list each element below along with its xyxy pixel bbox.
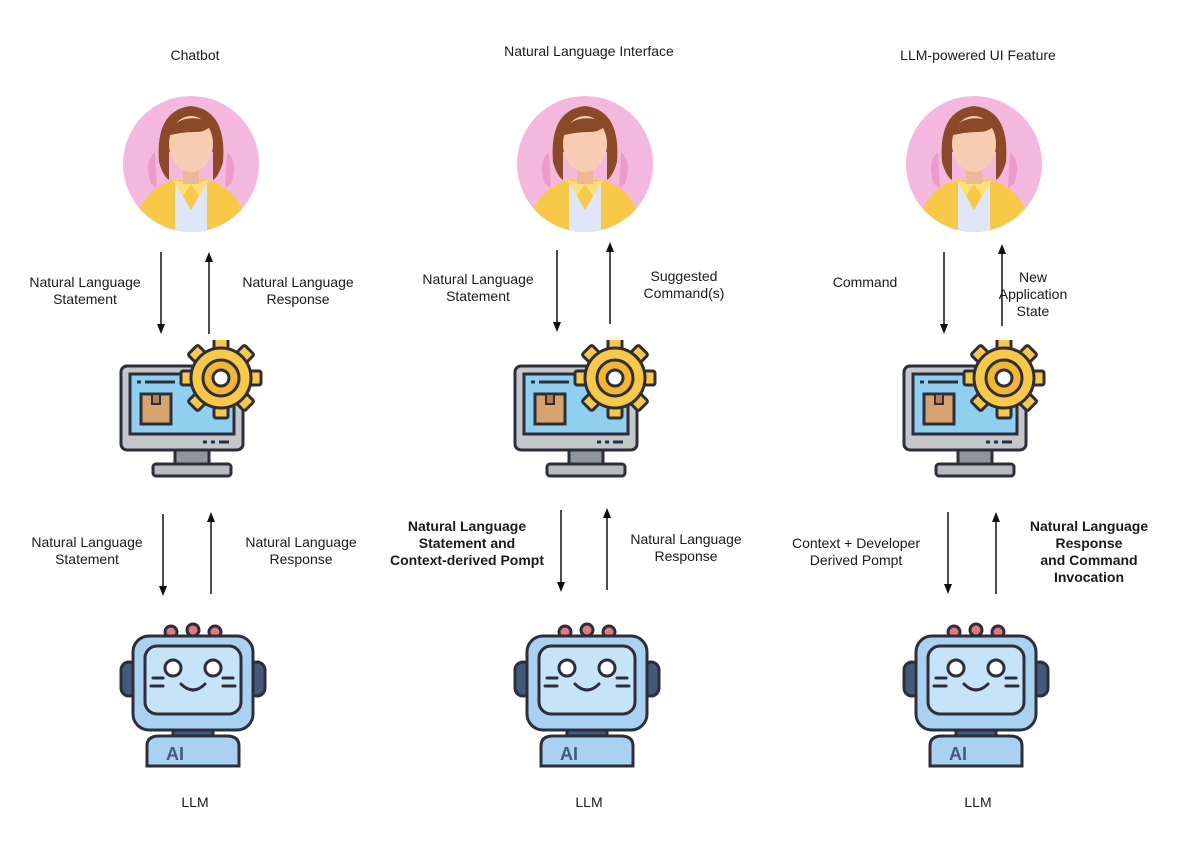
person-avatar-icon [515, 92, 655, 234]
arrow-down-to-llm-icon [157, 514, 169, 596]
label-user-to-app: Command [832, 274, 898, 290]
ai-robot-icon: AI [119, 620, 267, 768]
label-app-to-user: Suggested Command(s) [643, 268, 725, 301]
arrow-up-to-user-icon [996, 244, 1008, 326]
ai-robot-icon: AI [513, 620, 661, 768]
label-app-to-llm: Natural Language Statement [31, 534, 143, 567]
label-app-to-llm: Context + Developer Derived Pompt [791, 535, 921, 568]
llm-label: LLM [964, 794, 992, 810]
svg-text:AI: AI [560, 744, 578, 764]
arrow-up-to-app-icon [205, 512, 217, 594]
label-llm-to-app: Natural Language Response [630, 531, 742, 564]
label-app-to-llm: Natural Language Statement and Context-d… [389, 518, 544, 568]
arrow-up-to-user-icon [203, 252, 215, 334]
column-title: Natural Language Interface [504, 43, 674, 59]
arrow-down-to-app-icon [551, 250, 563, 332]
label-llm-to-app: Natural Language Response [245, 534, 357, 567]
column-title: Chatbot [170, 47, 220, 63]
ai-robot-icon: AI [902, 620, 1050, 768]
arrow-down-to-app-icon [938, 252, 950, 334]
svg-text:AI: AI [949, 744, 967, 764]
column-chatbot: Chatbot [0, 0, 395, 854]
label-app-to-user: Natural Language Response [242, 274, 354, 307]
computer-gear-icon [900, 336, 1050, 486]
label-app-to-user: New Application State [998, 269, 1068, 319]
svg-text:AI: AI [166, 744, 184, 764]
arrow-up-to-user-icon [604, 242, 616, 324]
llm-label: LLM [575, 794, 603, 810]
column-title: LLM-powered UI Feature [900, 47, 1056, 63]
arrow-down-to-llm-icon [555, 510, 567, 592]
computer-gear-icon [511, 336, 661, 486]
arrow-down-to-app-icon [155, 252, 167, 334]
llm-label: LLM [181, 794, 209, 810]
label-llm-to-app: Natural Language Response and Command In… [1029, 518, 1149, 585]
person-avatar-icon [121, 92, 261, 234]
column-nl-interface: Natural Language Interface [389, 0, 789, 854]
label-user-to-app: Natural Language Statement [422, 271, 534, 304]
arrow-up-to-app-icon [601, 508, 613, 590]
arrow-up-to-app-icon [990, 512, 1002, 594]
computer-gear-icon [117, 336, 267, 486]
label-user-to-app: Natural Language Statement [29, 274, 141, 307]
arrow-down-to-llm-icon [942, 512, 954, 594]
column-ui-feature: LLM-powered UI Feature [778, 0, 1178, 854]
person-avatar-icon [904, 92, 1044, 234]
